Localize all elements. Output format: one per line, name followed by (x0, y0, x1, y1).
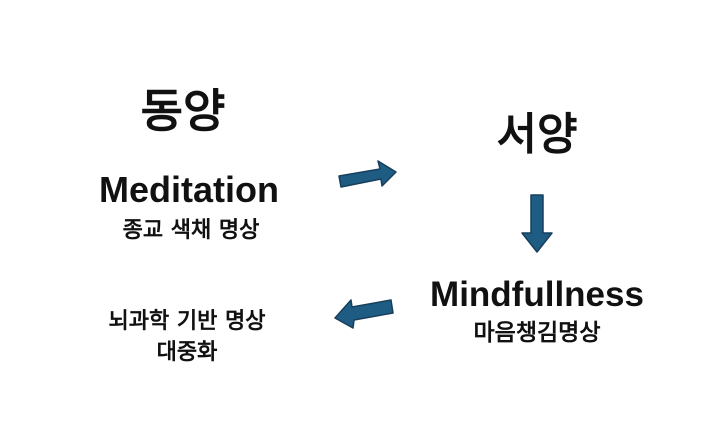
east-term: Meditation (99, 169, 279, 210)
west-term: Mindfullness (430, 275, 644, 314)
west-description: 마음챙김명상 (473, 320, 601, 346)
west-title: 서양 (496, 109, 578, 160)
east-description: 종교 색채 명상 (122, 218, 260, 243)
arrow-west-down (521, 194, 553, 253)
arrow-east-to-west (338, 160, 397, 188)
east-title: 동양 (140, 84, 226, 138)
science-line1: 뇌과학 기반 명상 (108, 309, 266, 334)
science-line2: 대중화 (156, 340, 218, 365)
arrow-west-to-science (334, 299, 394, 329)
